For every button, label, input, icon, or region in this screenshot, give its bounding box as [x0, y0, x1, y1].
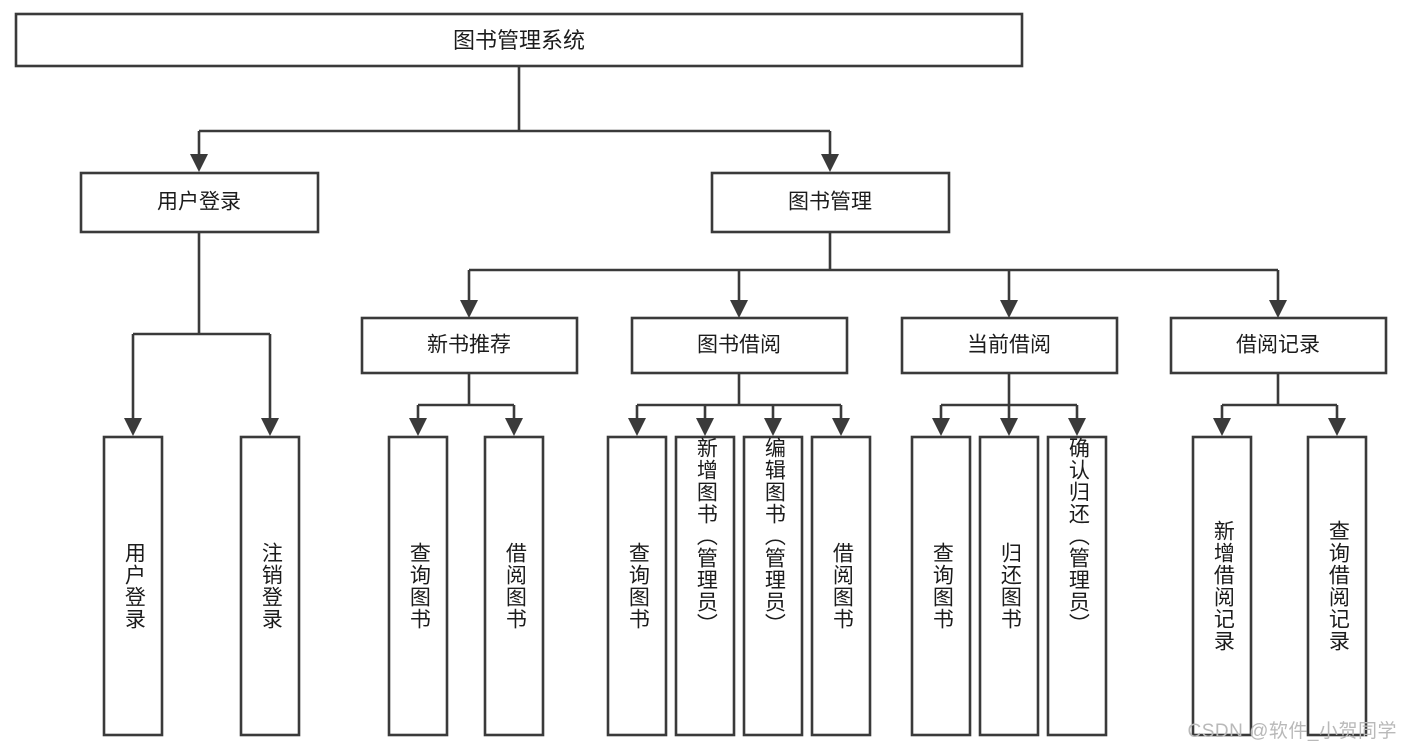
csdn-watermark: CSDN @软件_小贺同学 [1187, 721, 1397, 742]
node-current-borrow[interactable]: 当前借阅 [900, 316, 1119, 375]
arrow-userlogin-leaf-2 [261, 418, 279, 436]
arrow-current-leaf-1 [932, 418, 950, 436]
leaf-box-current-confirm[interactable] [1046, 435, 1108, 737]
node-new-book-recommend-box[interactable] [360, 316, 579, 375]
leaf-box-current-return[interactable] [978, 435, 1040, 737]
node-root-system-box[interactable] [14, 12, 1024, 68]
leaf-box-user-login-logout[interactable] [239, 435, 301, 737]
arrow-bookmgmt-to-new-book [460, 300, 478, 318]
leaf-box-borrow-query[interactable] [606, 435, 668, 737]
arrow-borrow-leaf-2 [696, 418, 714, 436]
arrow-bookmgmt-to-current [1000, 300, 1018, 318]
node-borrow-record[interactable]: 借阅记录 [1169, 316, 1388, 375]
node-user-login-box[interactable] [79, 171, 320, 234]
node-current-borrow-label: 当前借阅 [967, 334, 1051, 357]
arrow-current-leaf-3 [1068, 418, 1086, 436]
arrow-newbook-leaf-1 [409, 418, 427, 436]
node-book-borrow[interactable]: 图书借阅 [630, 316, 849, 375]
arrow-borrow-leaf-1 [628, 418, 646, 436]
node-book-management-box[interactable] [710, 171, 951, 234]
node-book-management[interactable]: 图书管理 [710, 171, 951, 234]
node-book-borrow-label: 图书借阅 [697, 334, 781, 357]
leaf-box-borrow-edit[interactable] [742, 435, 804, 737]
connector-layer [124, 66, 1346, 436]
arrow-newbook-leaf-2 [505, 418, 523, 436]
arrow-userlogin-leaf-1 [124, 418, 142, 436]
leaf-box-borrow-add[interactable] [674, 435, 736, 737]
arrow-root-to-book-mgmt [821, 154, 839, 172]
node-root-system[interactable]: 图书管理系统 [14, 12, 1024, 68]
node-book-borrow-box[interactable] [630, 316, 849, 375]
node-book-management-label: 图书管理 [788, 191, 872, 214]
node-root-system-label: 图书管理系统 [453, 28, 585, 53]
leaf-box-current-query[interactable] [910, 435, 972, 737]
arrow-bookmgmt-to-record [1269, 300, 1287, 318]
node-user-login[interactable]: 用户登录 [79, 171, 320, 234]
leaf-box-newbook-borrow[interactable] [483, 435, 545, 737]
leaf-box-record-add[interactable] [1191, 435, 1253, 737]
leaf-box-user-login-login[interactable] [102, 435, 164, 737]
arrow-record-leaf-1 [1213, 418, 1231, 436]
arrow-borrow-leaf-3 [764, 418, 782, 436]
arrow-bookmgmt-to-borrow [730, 300, 748, 318]
leaf-box-record-query[interactable] [1306, 435, 1368, 737]
node-borrow-record-label: 借阅记录 [1236, 334, 1320, 357]
arrow-borrow-leaf-4 [832, 418, 850, 436]
leaf-box-borrow-lend[interactable] [810, 435, 872, 737]
node-new-book-recommend[interactable]: 新书推荐 [360, 316, 579, 375]
arrow-root-to-user-login [190, 154, 208, 172]
arrow-current-leaf-2 [1000, 418, 1018, 436]
arrow-record-leaf-2 [1328, 418, 1346, 436]
leaf-box-newbook-query[interactable] [387, 435, 449, 737]
node-borrow-record-box[interactable] [1169, 316, 1388, 375]
node-user-login-label: 用户登录 [157, 191, 241, 214]
node-current-borrow-box[interactable] [900, 316, 1119, 375]
node-new-book-recommend-label: 新书推荐 [427, 334, 511, 357]
